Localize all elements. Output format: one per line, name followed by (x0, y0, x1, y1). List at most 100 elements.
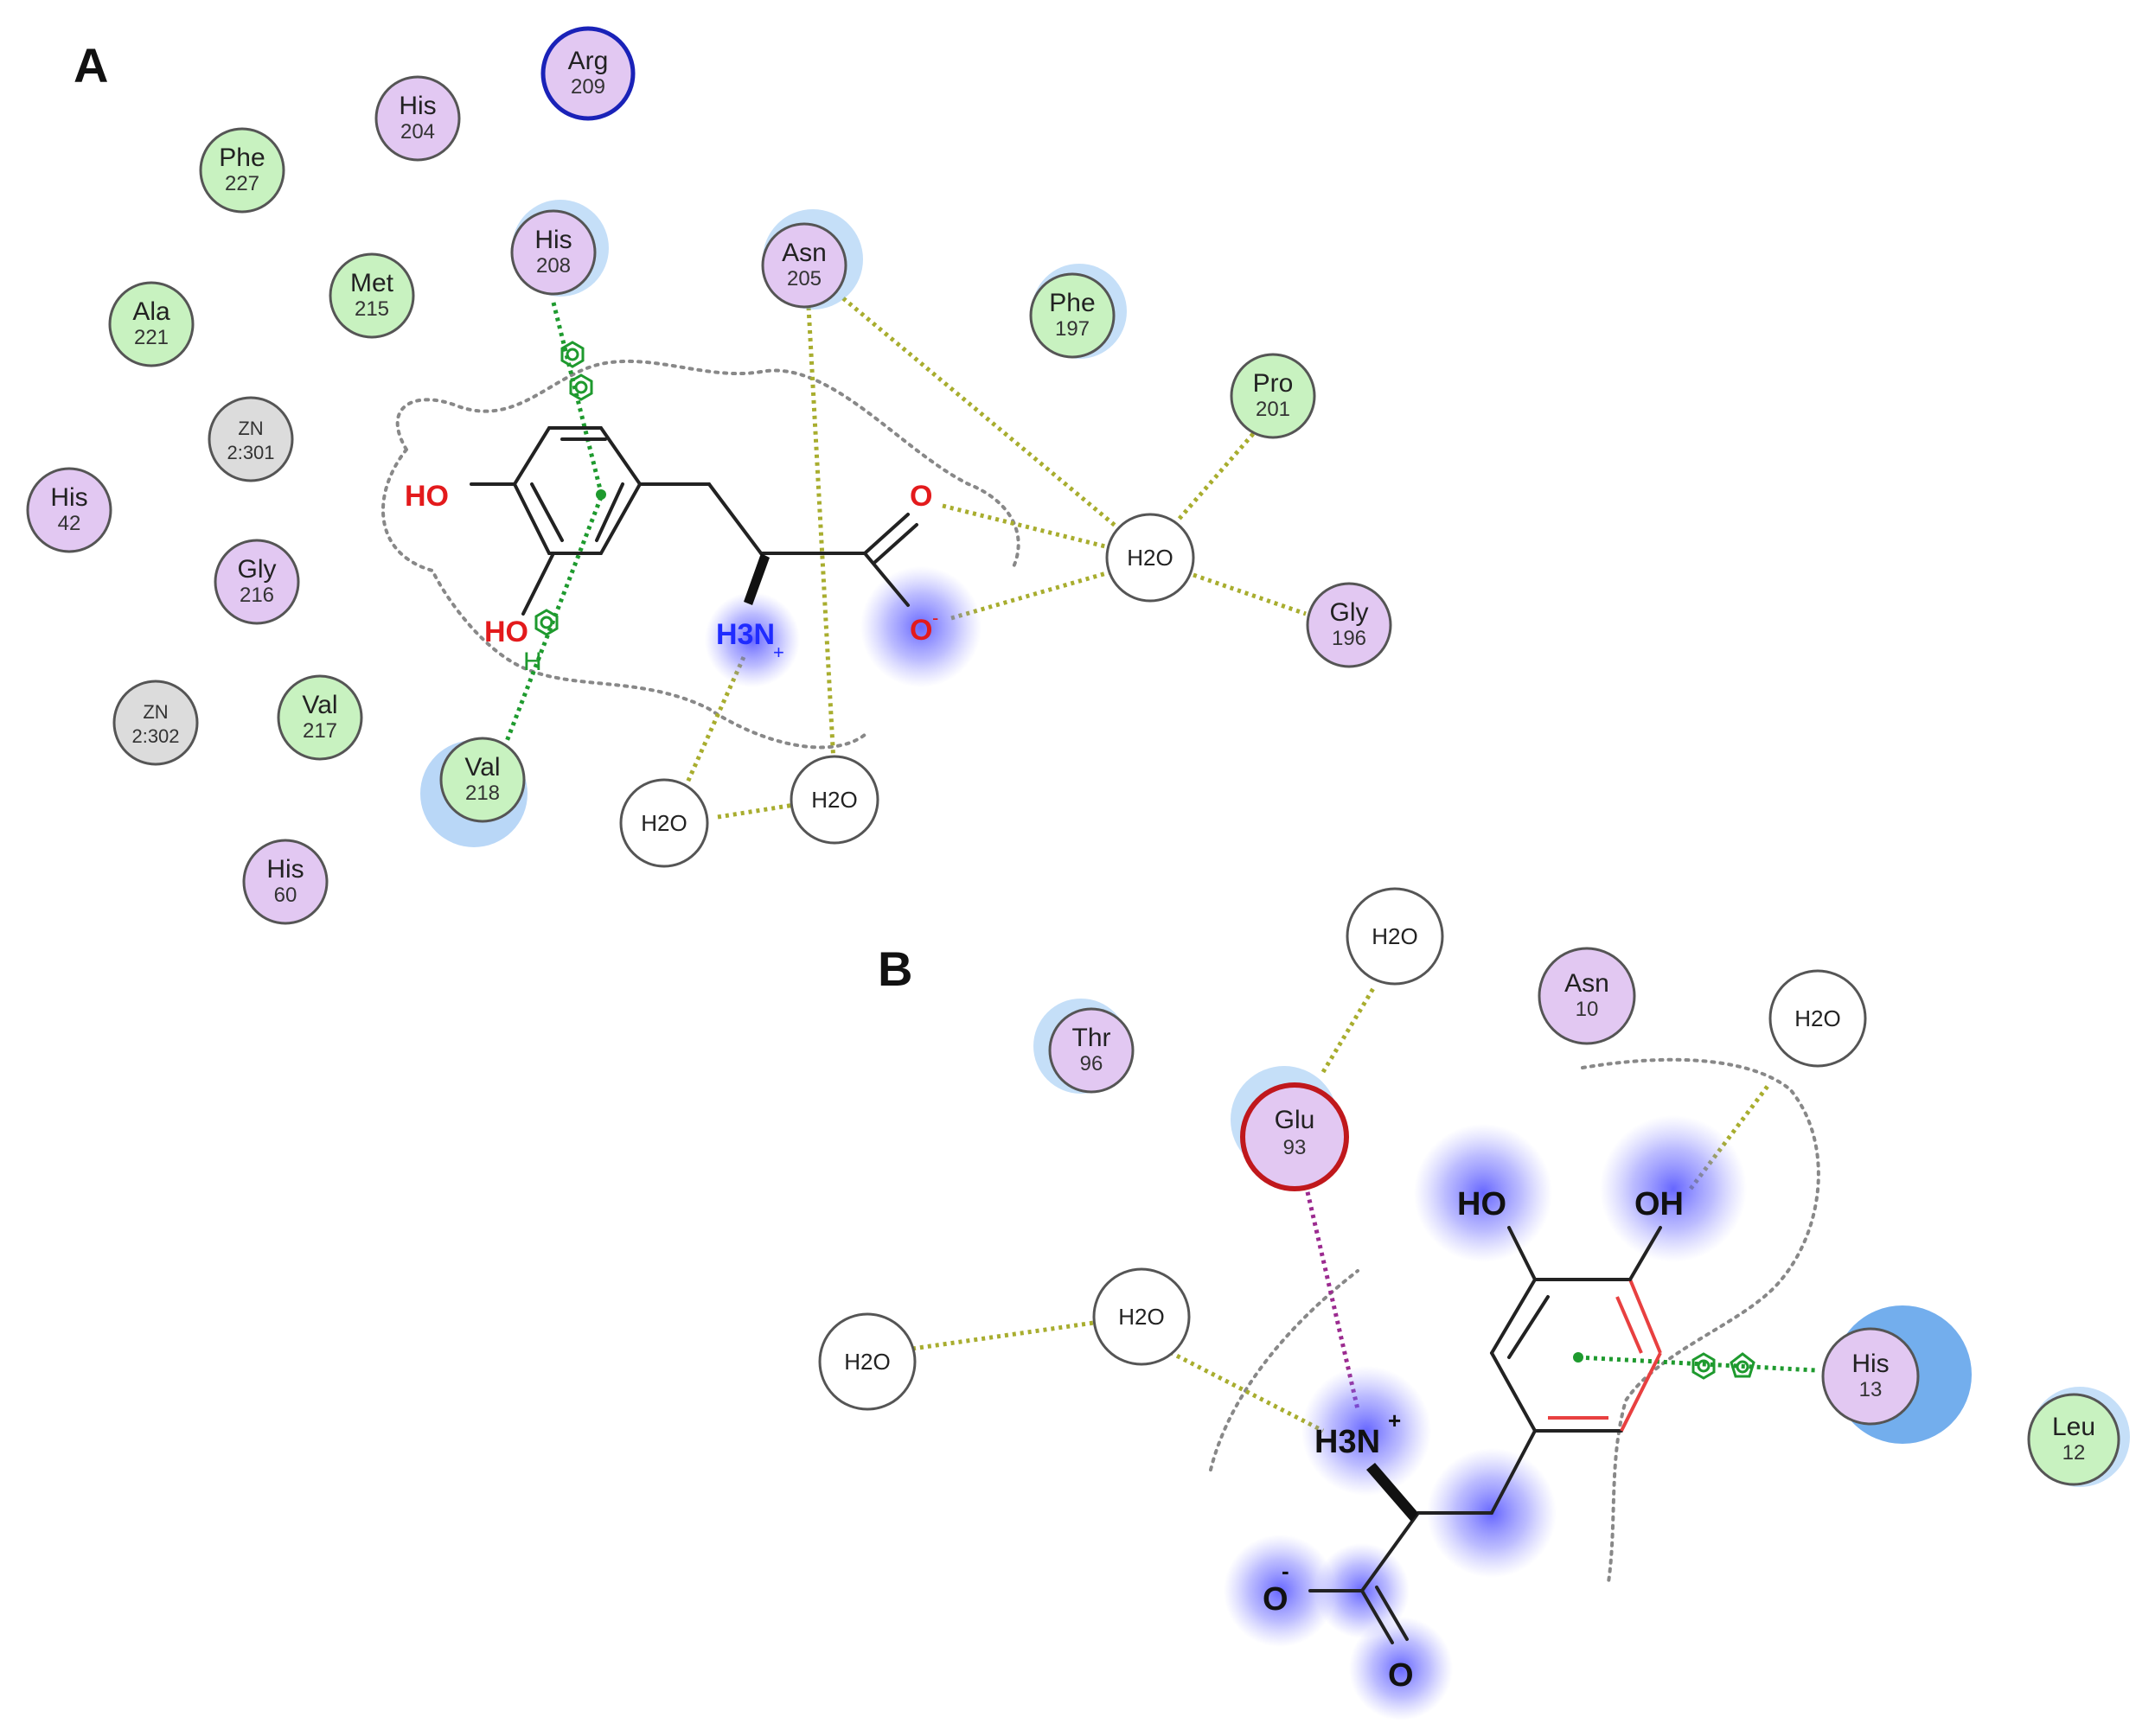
ring-centroid-dot (596, 489, 606, 500)
residue-asn205: Asn 205 (761, 209, 863, 310)
residue-ala221: Ala 221 (108, 281, 195, 367)
atom-amine-b: H3N (1314, 1424, 1380, 1460)
residue-pro201: Pro 201 (1230, 353, 1316, 439)
hbond-pro201-water (1170, 426, 1260, 529)
charge-glow (705, 592, 800, 687)
charge-minus-b: - (1282, 1558, 1289, 1584)
residue-his42: His 42 (26, 467, 112, 553)
water-a-3: H2O (790, 755, 879, 845)
svg-text:218: 218 (465, 782, 500, 805)
charge-glow (1224, 1535, 1336, 1647)
hbond-ocarbonyl-water (942, 503, 1116, 552)
svg-text:2:302: 2:302 (131, 725, 179, 747)
atom-o-minus-b: O (1263, 1581, 1289, 1618)
panel-a-label: A (74, 38, 108, 93)
residue-gly216: Gly 216 (214, 539, 300, 625)
svg-text:96: 96 (1080, 1052, 1103, 1075)
residue-val218: Val 218 (420, 737, 528, 847)
svg-text:Phe: Phe (1049, 289, 1095, 317)
residue-glu93: Glu 93 (1231, 1066, 1349, 1191)
residue-leu12: Leu 12 (2027, 1387, 2130, 1487)
svg-text:196: 196 (1332, 627, 1366, 650)
residue-asn10: Asn 10 (1538, 947, 1636, 1045)
charge-glow (860, 566, 982, 687)
svg-text:Ala: Ala (132, 297, 170, 326)
ligand-a-structure (470, 426, 918, 616)
metal-zn302: ZN 2:302 (112, 680, 199, 766)
hbond-asn205-water (841, 297, 1135, 542)
metal-zn301: ZN 2:301 (208, 396, 294, 482)
residue-thr96: Thr 96 (1033, 999, 1135, 1094)
svg-text:201: 201 (1256, 398, 1290, 421)
svg-text:215: 215 (355, 297, 389, 321)
svg-text:Gly: Gly (1330, 598, 1369, 627)
hbond-ominus-water (950, 568, 1116, 621)
svg-text:42: 42 (58, 512, 81, 535)
svg-text:H2O: H2O (1118, 1304, 1164, 1330)
svg-text:221: 221 (134, 326, 169, 349)
residue-his204: His 204 (374, 75, 461, 162)
atom-o-minus: O (910, 614, 932, 647)
svg-text:H2O: H2O (1127, 545, 1173, 571)
svg-text:Arg: Arg (568, 47, 609, 75)
residue-gly196: Gly 196 (1306, 582, 1392, 668)
svg-text:His: His (399, 92, 436, 120)
hbond-water-water-b (911, 1320, 1095, 1351)
svg-text:12: 12 (2062, 1441, 2086, 1465)
panel-a: A (26, 26, 1392, 925)
svg-text:His: His (50, 483, 87, 512)
hbond-asn205-water-bottom (806, 306, 837, 779)
panel-b-label: B (878, 941, 912, 996)
atom-ho-bottom: HO (484, 616, 528, 648)
hbond-water-amine (1161, 1346, 1325, 1433)
svg-text:H2O: H2O (1794, 1005, 1840, 1031)
svg-text:ZN: ZN (143, 701, 168, 723)
pi-ring-his13 (1577, 1355, 1817, 1373)
svg-text:60: 60 (274, 884, 297, 907)
svg-text:H2O: H2O (811, 787, 857, 813)
charge-plus: + (773, 641, 784, 663)
water-b-3: H2O (1092, 1267, 1191, 1366)
wedge-bond (1366, 1463, 1418, 1522)
svg-text:227: 227 (225, 172, 259, 195)
svg-text:His: His (266, 855, 304, 884)
svg-text:Val: Val (302, 691, 337, 719)
svg-text:Thr: Thr (1072, 1024, 1111, 1052)
svg-text:Pro: Pro (1253, 369, 1294, 398)
svg-text:H2O: H2O (1372, 923, 1417, 949)
atom-o-carbonyl: O (910, 480, 932, 513)
svg-text:209: 209 (571, 75, 605, 99)
atom-amine: H3N (716, 618, 775, 651)
wedge-bond (744, 553, 770, 605)
residue-phe227: Phe 227 (199, 127, 285, 214)
hbond-water-gly196 (1193, 572, 1307, 616)
water-a-1: H2O (1105, 513, 1195, 603)
hbond-water-water (717, 801, 801, 820)
svg-text:His: His (534, 226, 572, 254)
svg-text:His: His (1851, 1350, 1889, 1378)
svg-text:Asn: Asn (1564, 969, 1609, 998)
residue-his208: His 208 (510, 200, 609, 297)
ligand-b-structure (1308, 1226, 1662, 1644)
svg-text:Leu: Leu (2052, 1413, 2095, 1441)
charge-minus: - (932, 607, 938, 629)
pi-ring-val218 (503, 496, 604, 744)
atom-ho-left: HO (1457, 1186, 1506, 1222)
svg-text:197: 197 (1055, 317, 1090, 341)
residue-met215: Met 215 (329, 252, 415, 339)
svg-text:13: 13 (1859, 1378, 1883, 1401)
residue-his60: His 60 (242, 839, 329, 925)
svg-text:Asn: Asn (782, 239, 827, 267)
binding-pocket-outline-b (1209, 1057, 1820, 1584)
charge-plus-b: + (1388, 1407, 1401, 1433)
svg-text:204: 204 (400, 120, 435, 144)
svg-text:Val: Val (464, 753, 500, 782)
svg-text:Glu: Glu (1275, 1106, 1315, 1134)
residue-his13: His 13 (1821, 1305, 1972, 1444)
svg-text:Gly: Gly (238, 555, 277, 584)
svg-text:ZN: ZN (238, 418, 263, 439)
charge-glow (1600, 1115, 1747, 1262)
water-a-2: H2O (619, 778, 709, 868)
svg-text:10: 10 (1576, 998, 1599, 1021)
